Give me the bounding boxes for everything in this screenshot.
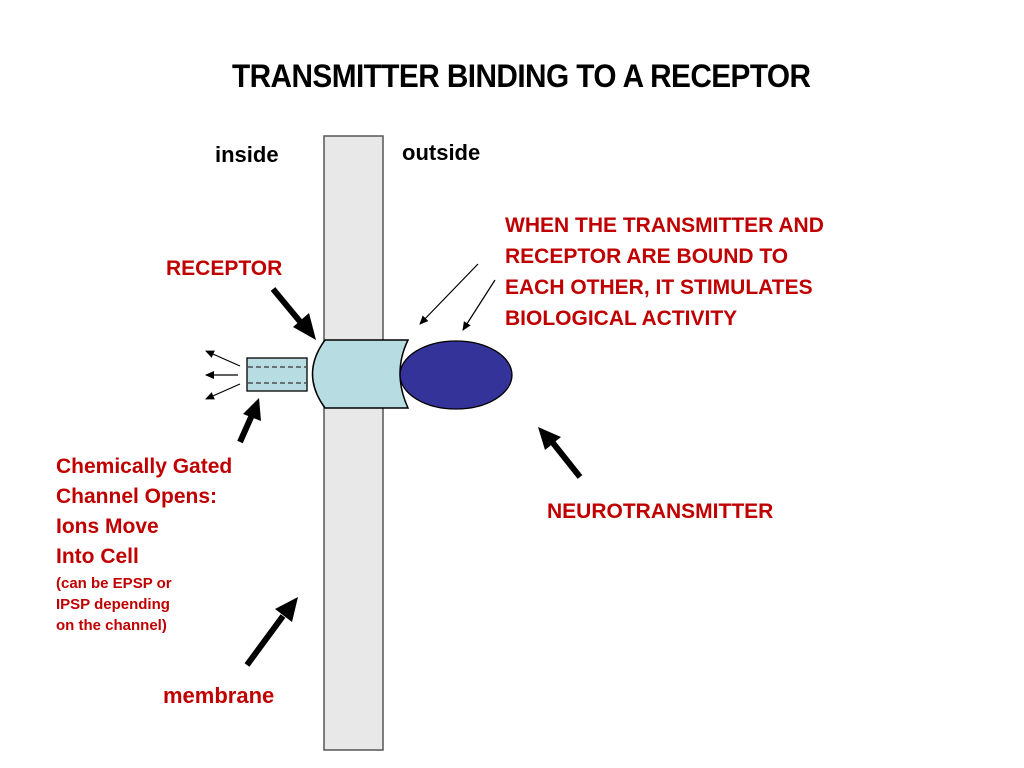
inside-label: inside: [215, 142, 279, 167]
channel-note: (can be EPSP or IPSP depending on the ch…: [56, 573, 172, 636]
membrane-pointer-arrow: [244, 597, 298, 667]
channel-note-line: on the channel): [56, 617, 167, 634]
activity-description: WHEN THE TRANSMITTER AND RECEPTOR ARE BO…: [505, 210, 824, 334]
receptor-label: RECEPTOR: [166, 257, 283, 280]
channel-note-line: IPSP depending: [56, 596, 170, 613]
ion-arrow-down: [205, 383, 241, 400]
ion-channel: [246, 357, 308, 392]
membrane-label: membrane: [163, 683, 275, 708]
channel-line: Chemically Gated: [56, 455, 233, 478]
neurotransmitter-ellipse: [399, 340, 513, 410]
channel-line: Channel Opens:: [56, 485, 218, 508]
receptor-pointer-arrow: [270, 287, 316, 340]
neurotransmitter-label: NEUROTRANSMITTER: [547, 500, 774, 523]
diagram-title: TRANSMITTER BINDING TO A RECEPTOR: [232, 58, 811, 94]
activity-arrow-right: [462, 279, 496, 331]
channel-line: Into Cell: [56, 545, 139, 568]
outside-label: outside: [402, 140, 481, 165]
activity-line: EACH OTHER, IT STIMULATES: [505, 276, 813, 299]
activity-arrow-left: [419, 263, 479, 325]
receptor-body: [311, 339, 410, 409]
channel-description: Chemically Gated Channel Opens: Ions Mov…: [56, 452, 232, 572]
neurotransmitter-pointer-arrow: [538, 427, 583, 479]
channel-pointer-arrow: [237, 398, 261, 444]
ion-arrow-up: [205, 350, 241, 367]
activity-line: WHEN THE TRANSMITTER AND: [505, 214, 824, 237]
membrane-bar: [323, 135, 384, 751]
channel-note-line: (can be EPSP or: [56, 575, 172, 592]
activity-line: BIOLOGICAL ACTIVITY: [505, 307, 738, 330]
channel-line: Ions Move: [56, 515, 159, 538]
activity-line: RECEPTOR ARE BOUND TO: [505, 245, 789, 268]
